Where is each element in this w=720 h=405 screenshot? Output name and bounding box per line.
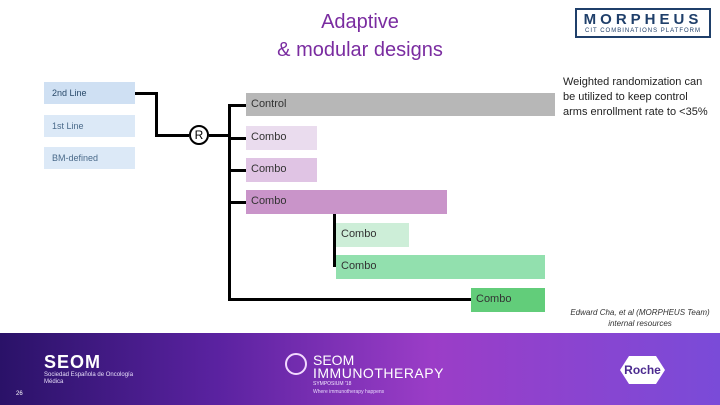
immunotherapy-logo-symposium: SYMPOSIUM '18 — [313, 381, 352, 387]
immunotherapy-logo-icon — [285, 353, 307, 375]
morpheus-logo-tagline: CIT COMBINATIONS PLATFORM — [584, 28, 701, 34]
connector-line — [228, 169, 246, 172]
connector-line — [333, 234, 336, 267]
arm-combo-2: Combo — [246, 158, 317, 182]
connector-line — [228, 201, 246, 204]
line-first-line: 1st Line — [44, 115, 135, 137]
connector-line — [333, 201, 336, 234]
line-bm-defined: BM-defined — [44, 147, 135, 169]
arm-combo-6: Combo — [471, 288, 545, 312]
connector-line — [228, 104, 246, 107]
slide-title: Adaptive & modular designs — [200, 8, 520, 64]
source-credit: Edward Cha, et al (MORPHEUS Team) intern… — [570, 308, 710, 328]
immunotherapy-logo-tagline: Where immunotherapy happens — [313, 389, 385, 395]
connector-line — [228, 137, 246, 140]
immunotherapy-logo-seom: SEOM — [313, 352, 355, 368]
immunotherapy-logo-title: IMMUNOTHERAPY — [313, 365, 444, 381]
arm-control: Control — [246, 93, 555, 116]
arm-combo-4: Combo — [336, 223, 409, 247]
connector-line — [155, 92, 158, 137]
randomization-node: R — [189, 125, 209, 145]
footer-banner — [0, 333, 720, 405]
line-second-line: 2nd Line — [44, 82, 135, 104]
arm-combo-3: Combo — [246, 190, 447, 214]
slide-title-line-1: Adaptive — [321, 11, 399, 33]
slide-title-line-2: & modular designs — [277, 39, 443, 61]
roche-logo: Roche — [620, 356, 665, 384]
connector-line — [155, 134, 189, 137]
arm-combo-5: Combo — [336, 255, 545, 279]
connector-line — [135, 92, 155, 95]
seom-logo: SEOM — [44, 352, 102, 372]
morpheus-logo-word: MORPHEUS — [583, 11, 703, 28]
randomization-note: Weighted randomization can be utilized t… — [563, 76, 708, 118]
page-number: 26 — [16, 391, 23, 397]
seom-logo-subtitle: Sociedad Española de Oncología Médica — [44, 372, 134, 385]
connector-line — [209, 134, 229, 137]
arm-combo-1: Combo — [246, 126, 317, 150]
connector-line — [228, 298, 471, 301]
morpheus-logo: MORPHEUS CIT COMBINATIONS PLATFORM — [575, 8, 711, 38]
